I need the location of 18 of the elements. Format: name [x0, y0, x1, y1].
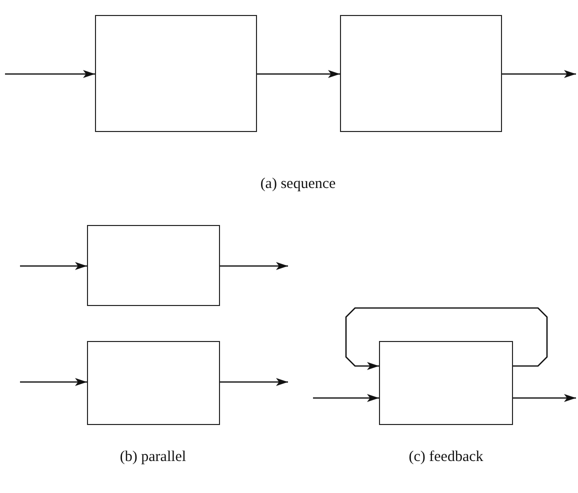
- block-box: [87, 225, 220, 306]
- arrow: [345, 307, 548, 370]
- block-box: [379, 341, 513, 425]
- block-box: [95, 15, 257, 132]
- block-box: [87, 341, 220, 425]
- arrow: [5, 70, 95, 78]
- block-box: [340, 15, 502, 132]
- arrow: [20, 378, 87, 386]
- arrow: [220, 262, 288, 270]
- figure-caption: (a) sequence: [260, 176, 336, 193]
- arrow: [220, 378, 288, 386]
- arrow: [502, 70, 576, 78]
- figure-caption: (b) parallel: [120, 449, 186, 466]
- arrow: [257, 70, 340, 78]
- figure-caption: (c) feedback: [408, 449, 484, 466]
- arrow: [313, 394, 379, 402]
- arrow: [20, 262, 87, 270]
- arrow: [513, 394, 576, 402]
